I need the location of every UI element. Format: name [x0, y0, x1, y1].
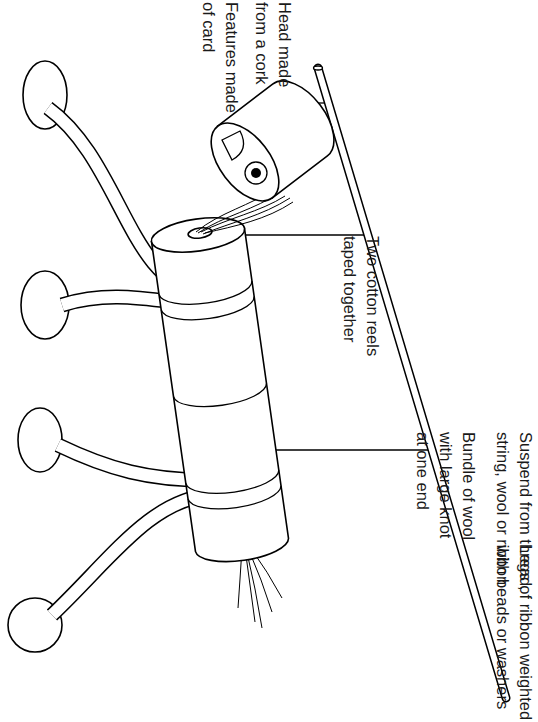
rod-fill: [318, 68, 506, 698]
reel-side: [152, 228, 289, 561]
thread: [276, 449, 431, 450]
ribbon-outline: [52, 495, 210, 615]
rod: [314, 66, 507, 698]
washer: [18, 408, 62, 472]
rod-end: [314, 66, 323, 70]
wool-strand: [205, 202, 293, 233]
tape-edge: [159, 281, 252, 304]
callout-label: Bundle of wool with large knot at one en…: [411, 432, 480, 549]
leg-weights: [8, 61, 69, 652]
washer: [21, 271, 69, 339]
thread: [244, 234, 368, 235]
callout-label: Features made of card: [197, 2, 243, 122]
card-eye: [245, 162, 267, 184]
cotton-reel-body: [149, 213, 288, 562]
tape-edge: [161, 297, 254, 320]
wool-strand: [201, 196, 285, 232]
eye-pupil: [251, 168, 261, 178]
rod-outline: [318, 68, 506, 698]
card-feature: [222, 131, 244, 160]
tape-edge: [186, 470, 279, 493]
cork-face: [198, 111, 292, 213]
reel-join: [174, 383, 267, 406]
wool-strand: [203, 198, 290, 234]
cork-head: [198, 81, 334, 213]
ribbon: [52, 495, 210, 615]
tape-edge: [188, 486, 281, 509]
callout-label: Legs of ribbon weighted with beads or wa…: [491, 545, 537, 722]
callout-label: Head made from a cork: [250, 2, 296, 107]
callout-label: Two cotton reels taped together: [338, 236, 384, 376]
tape-bands: [159, 281, 281, 509]
